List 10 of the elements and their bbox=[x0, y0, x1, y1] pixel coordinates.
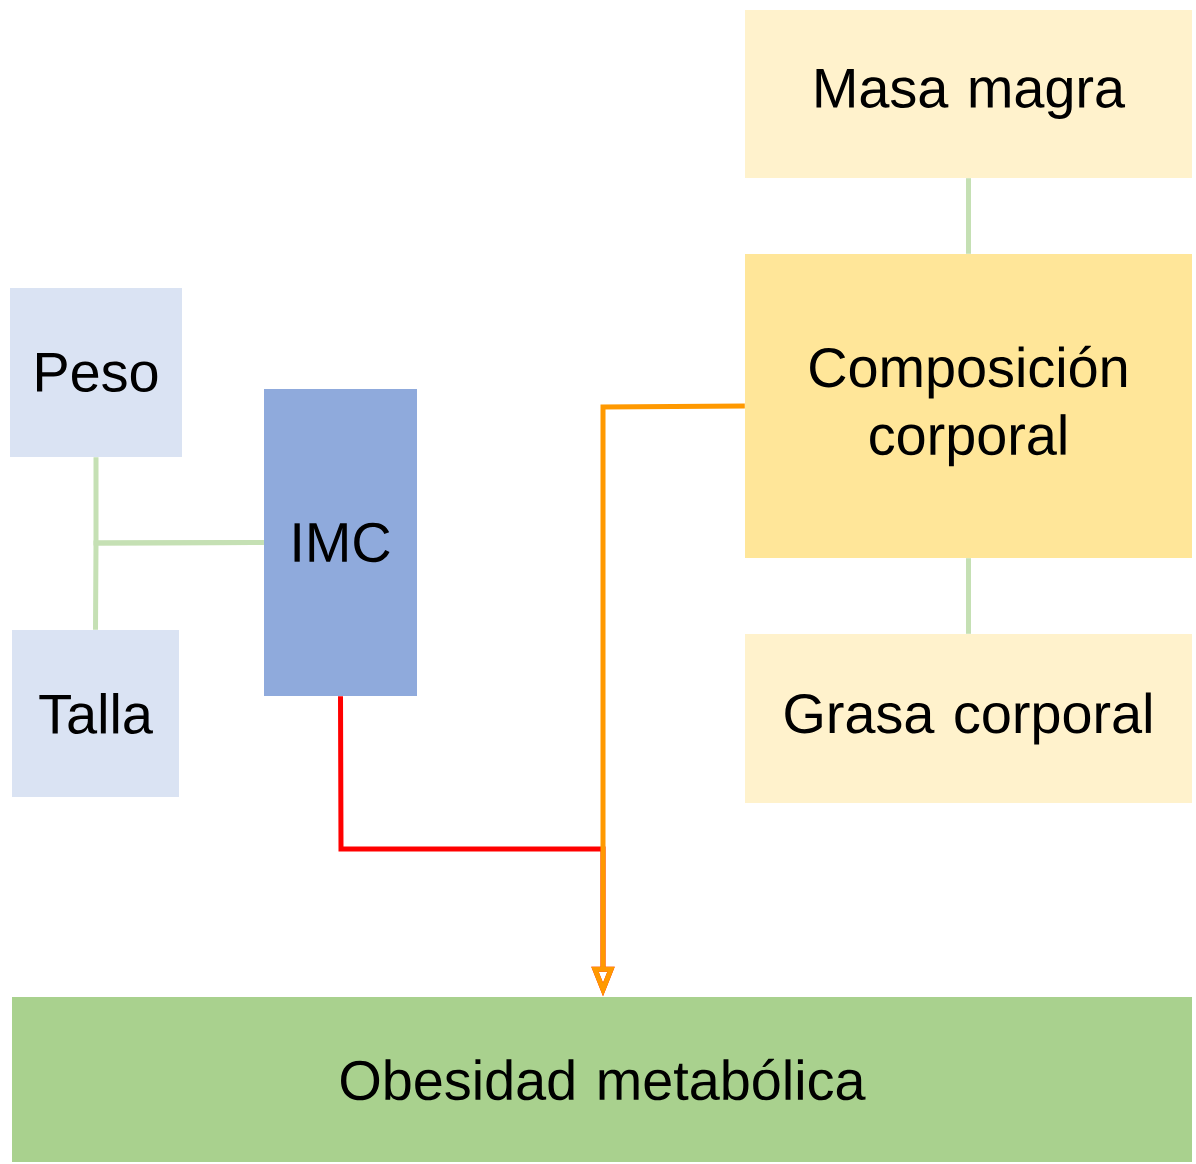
process-box: Obesidad metabólica bbox=[12, 997, 1192, 1162]
process-box: Talla bbox=[12, 630, 179, 797]
connector-line bbox=[966, 558, 971, 634]
connector-line bbox=[966, 178, 971, 254]
process-box: Composición corporal bbox=[745, 254, 1192, 558]
process-box: Masa magra bbox=[745, 10, 1192, 178]
connector-line bbox=[93, 540, 264, 630]
process-box: Peso bbox=[10, 288, 182, 457]
process-box: Grasa corporal bbox=[745, 634, 1192, 803]
process-box: IMC bbox=[264, 389, 417, 696]
